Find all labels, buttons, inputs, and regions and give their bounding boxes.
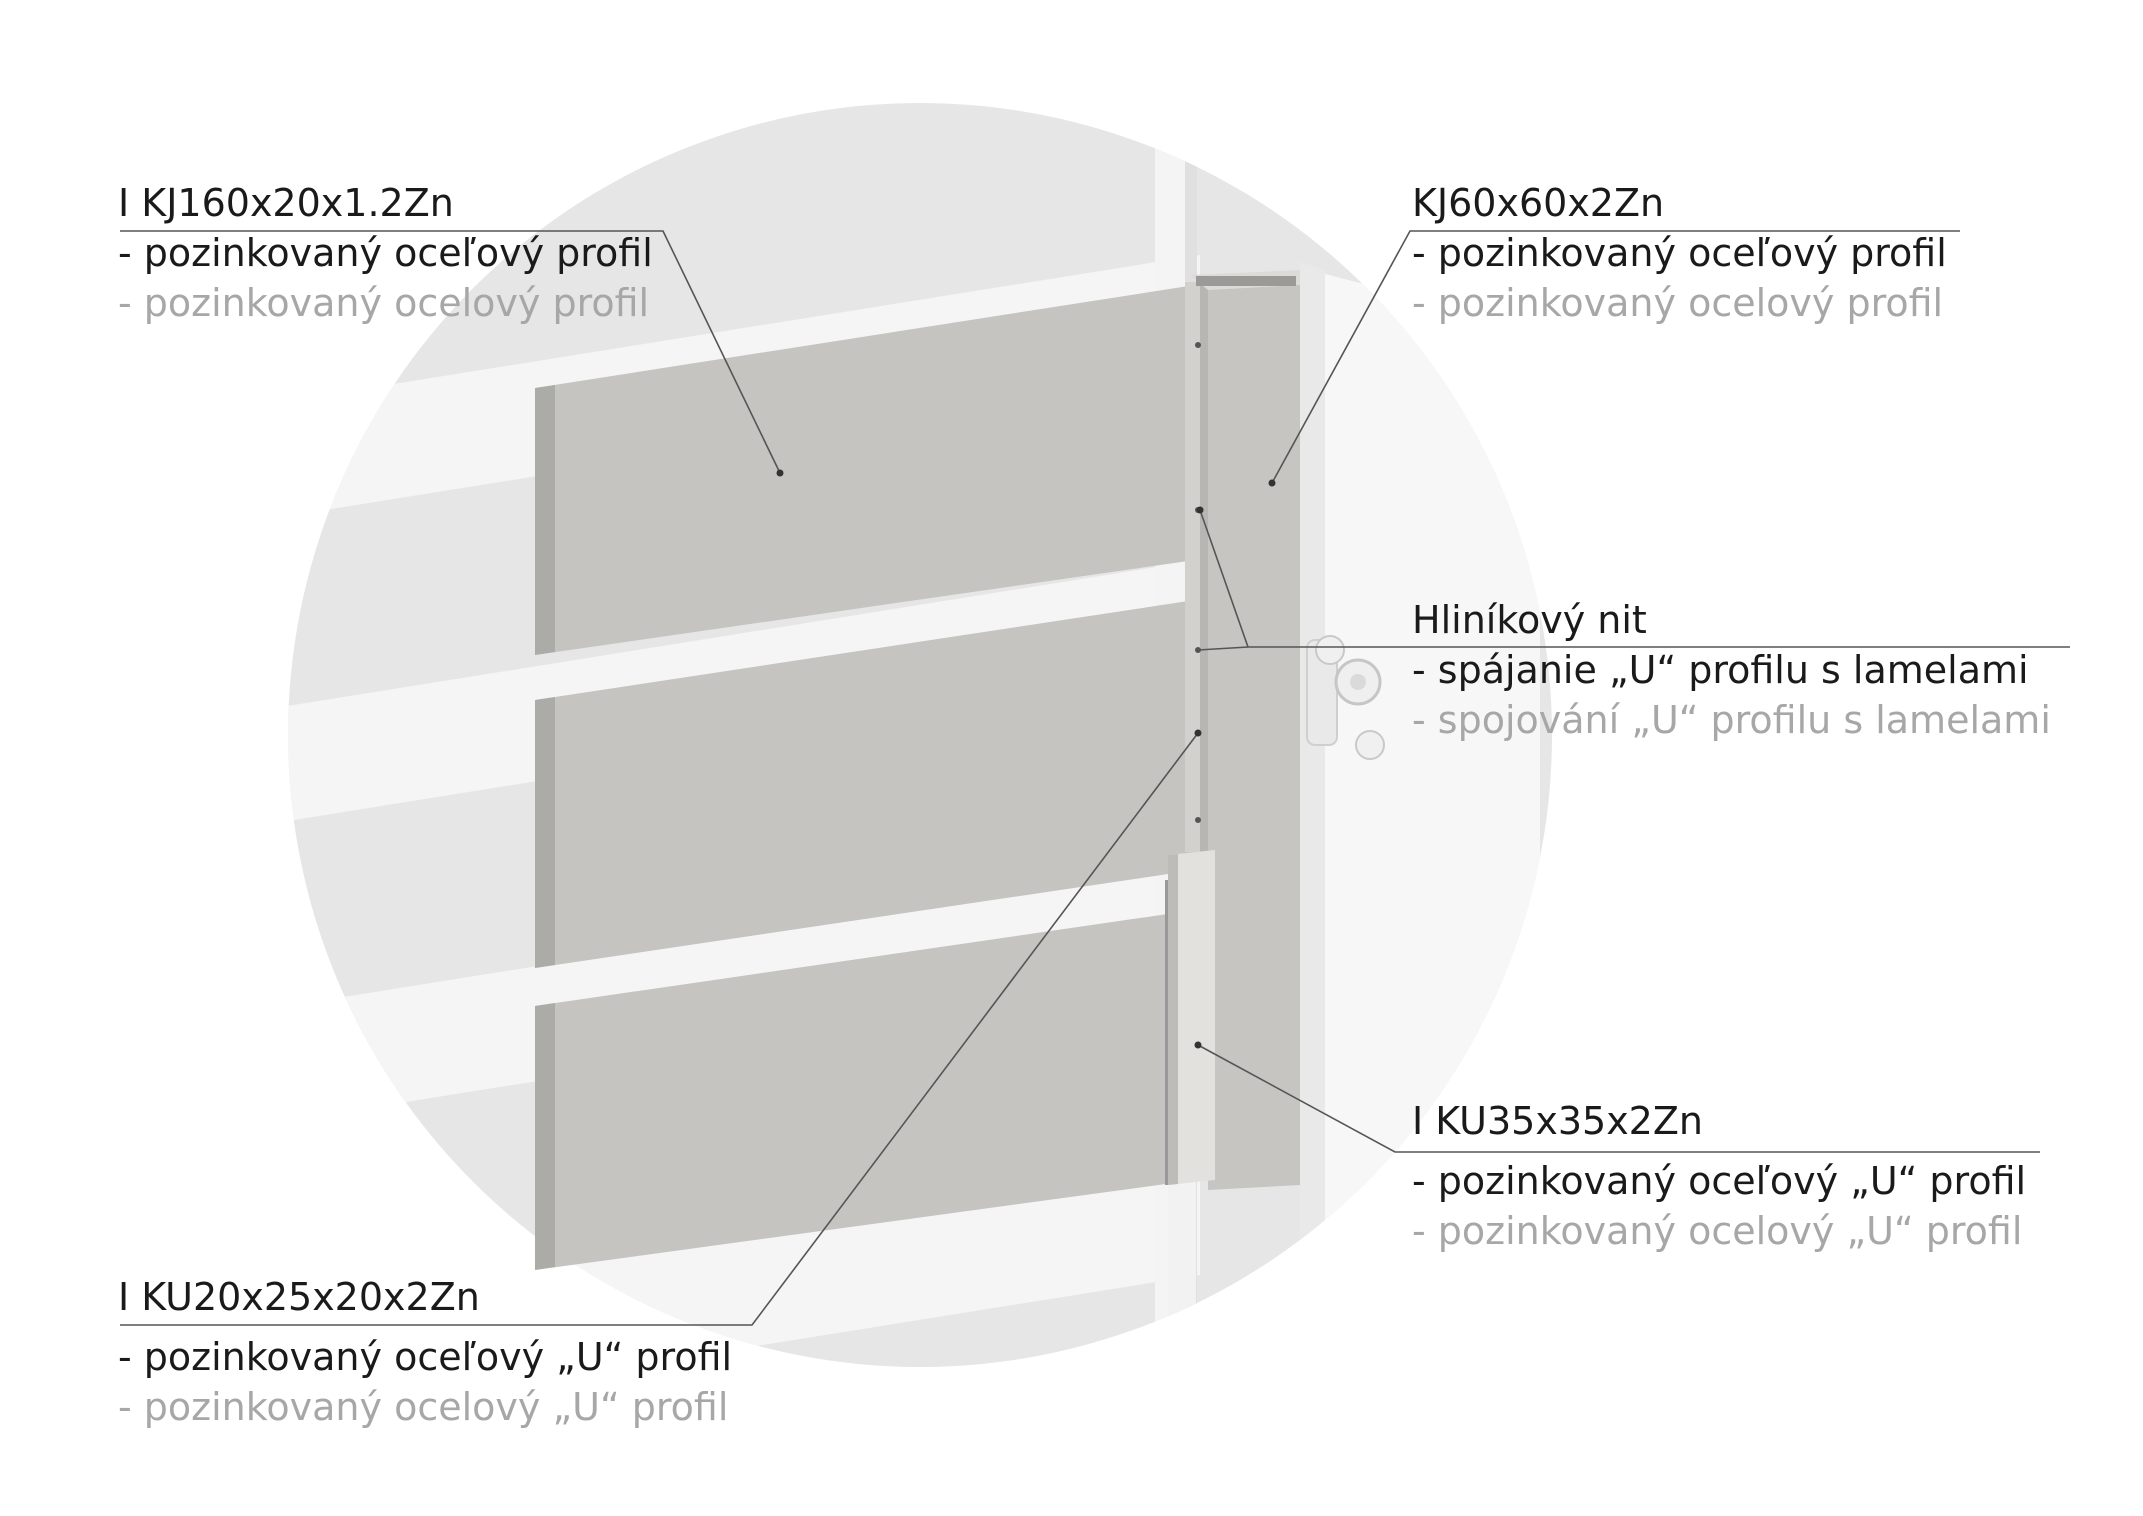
callout-line-sk: - pozinkovaný oceľový profil — [118, 231, 653, 275]
callout-title: I KJ160x20x1.2Zn — [118, 181, 454, 225]
callout-line-cz: - pozinkovaný ocelový profil — [1412, 281, 1944, 325]
callout-title: I KU20x25x20x2Zn — [118, 1275, 480, 1319]
callout-ku20: I KU20x25x20x2Zn - pozinkovaný oceľový „… — [118, 1272, 732, 1432]
slat-2 — [535, 600, 1195, 968]
callout-rivet: Hliníkový nit - spájanie „U“ profilu s l… — [1412, 595, 2051, 745]
u-profile-ku35 — [1165, 850, 1215, 1185]
rivet — [1195, 342, 1201, 348]
leader-dots — [776, 469, 1276, 1049]
gate-leaf-edge — [1300, 262, 1325, 1367]
callout-title: I KU35x35x2Zn — [1412, 1099, 1703, 1143]
callout-line-cz: - pozinkovaný ocelový „U“ profil — [118, 1385, 729, 1429]
callout-ku35: I KU35x35x2Zn - pozinkovaný oceľový „U“ … — [1412, 1096, 2026, 1256]
callout-line-sk: - pozinkovaný oceľový profil — [1412, 231, 1947, 275]
callout-line-cz: - spojování „U“ profilu s lamelami — [1412, 698, 2051, 742]
hinge-icon — [1306, 635, 1385, 760]
callout-line-sk: - pozinkovaný oceľový „U“ profil — [118, 1335, 733, 1379]
callout-line-sk: - spájanie „U“ profilu s lamelami — [1412, 648, 2029, 692]
leader-ku20 — [120, 732, 1199, 1326]
callout-kj60: KJ60x60x2Zn - pozinkovaný oceľový profil… — [1412, 178, 1947, 328]
callout-title: Hliníkový nit — [1412, 598, 1647, 642]
callout-title: KJ60x60x2Zn — [1412, 181, 1665, 225]
callout-line-cz: - pozinkovaný ocelový profil — [118, 281, 650, 325]
rivet — [1195, 817, 1201, 823]
u-profile-ku20-edge — [1200, 282, 1208, 852]
callout-line-sk: - pozinkovaný oceľový „U“ profil — [1412, 1159, 2027, 1203]
slat-3 — [535, 910, 1195, 1270]
frame-line — [1168, 1180, 1196, 1367]
leader-ku35 — [1197, 1044, 2040, 1153]
leader-rivet-2 — [1197, 646, 1249, 651]
leader-lines — [120, 230, 2070, 1326]
leader-kj60 — [1271, 230, 1960, 484]
callout-kj160: I KJ160x20x1.2Zn - pozinkovaný oceľový p… — [118, 178, 653, 328]
slat-1 — [535, 285, 1195, 655]
leader-kj160 — [120, 230, 781, 474]
post-kj60 — [1190, 270, 1300, 1190]
callout-line-cz: - pozinkovaný ocelový „U“ profil — [1412, 1209, 2023, 1253]
